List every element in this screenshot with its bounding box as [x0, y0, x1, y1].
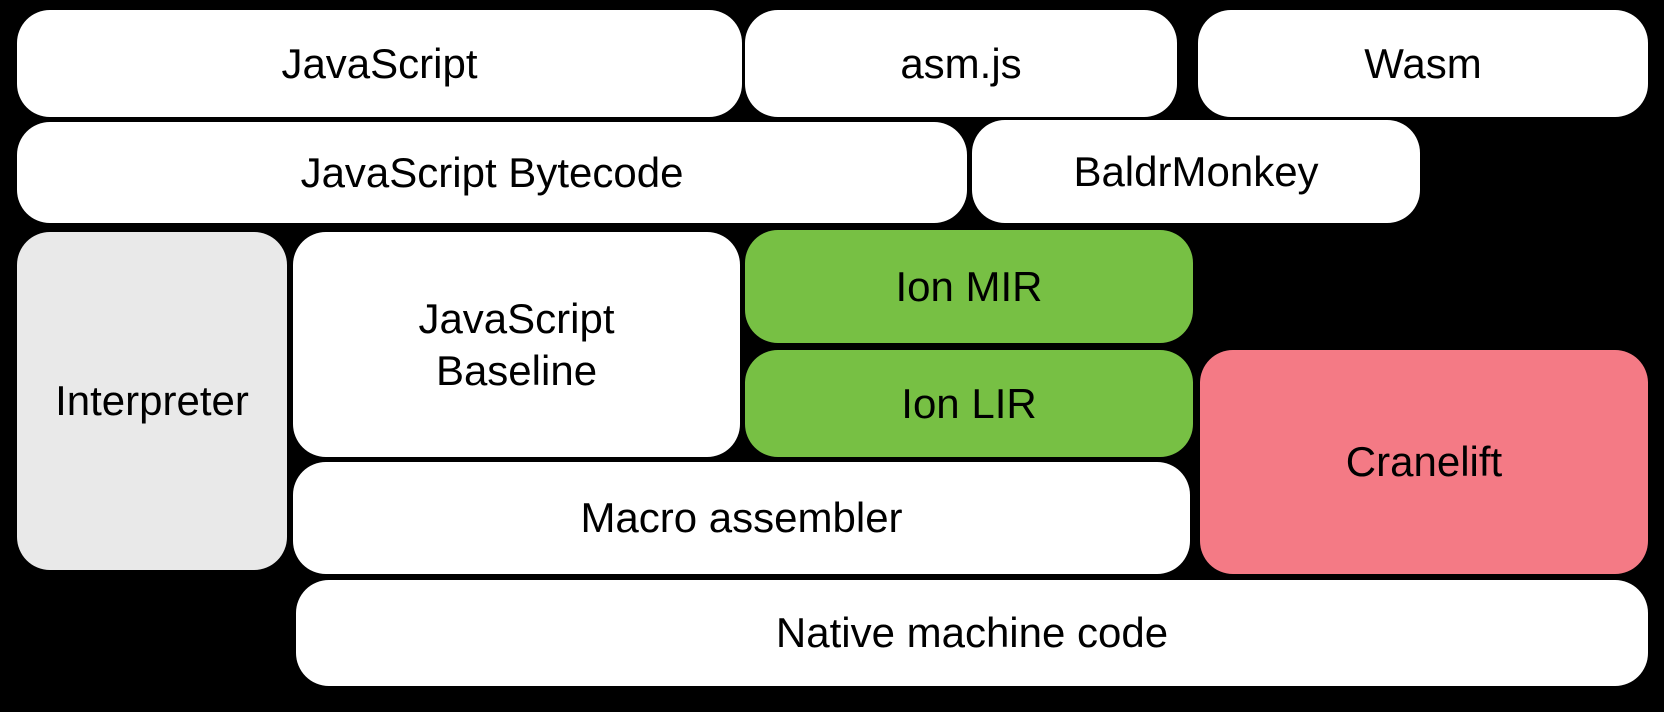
- box-interpreter: Interpreter: [17, 232, 287, 570]
- box-baldrmonkey: BaldrMonkey: [972, 120, 1420, 223]
- box-javascript-baseline: JavaScript Baseline: [293, 232, 740, 457]
- box-wasm: Wasm: [1198, 10, 1648, 117]
- box-ion-lir: Ion LIR: [745, 350, 1193, 457]
- box-cranelift: Cranelift: [1200, 350, 1648, 574]
- box-native-machine-code: Native machine code: [296, 580, 1648, 686]
- box-ion-mir: Ion MIR: [745, 230, 1193, 343]
- box-macro-assembler: Macro assembler: [293, 462, 1190, 574]
- box-javascript-bytecode: JavaScript Bytecode: [17, 122, 967, 223]
- box-asmjs: asm.js: [745, 10, 1177, 117]
- box-javascript: JavaScript: [17, 10, 742, 117]
